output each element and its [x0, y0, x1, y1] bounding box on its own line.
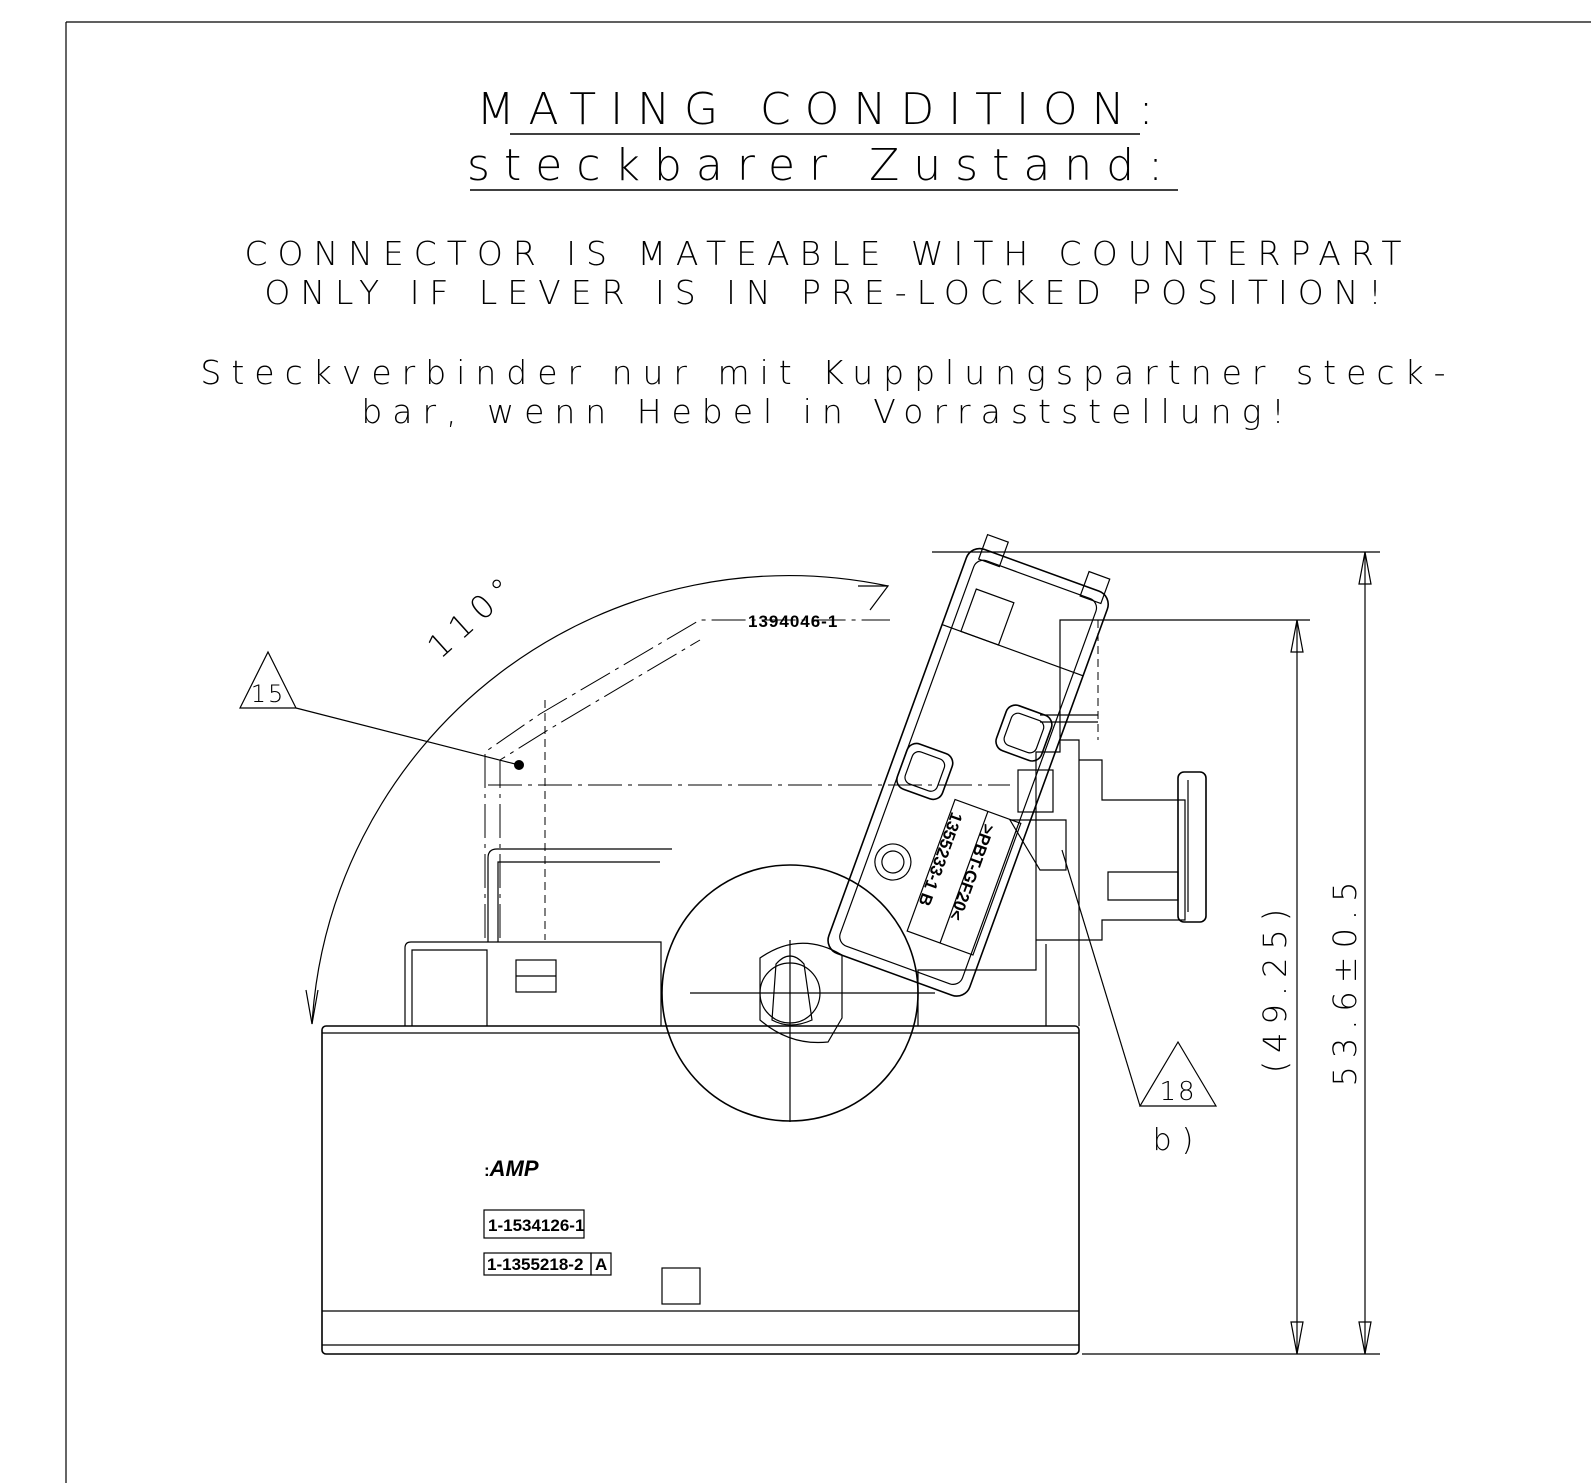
- note-german-line-1: Steckverbinder nur mit Kupplungspartner …: [200, 353, 1455, 392]
- callout-15-label: 15: [251, 680, 286, 708]
- title-german: steckbarer Zustand:: [467, 140, 1177, 191]
- angle-arrow-bottom: [305, 989, 319, 1025]
- callout-18-sub-label: b): [1153, 1123, 1204, 1158]
- note-english-line-2: ONLY IF LEVER IS IN PRE-LOCKED POSITION!: [264, 273, 1391, 312]
- angle-arc: [311, 575, 889, 1025]
- callout-18-label: 18: [1159, 1077, 1196, 1107]
- callout-15: 15: [239, 650, 520, 766]
- connector-housing: [321, 619, 1207, 1355]
- part-number-1: 1-1534126-1: [488, 1216, 584, 1235]
- angle-dimension: 110°: [420, 565, 526, 666]
- part-number-2: 1-1355218-2: [487, 1255, 583, 1274]
- title-english: MATING CONDITION:: [477, 84, 1168, 135]
- callout-18: 18 b): [1061, 849, 1218, 1158]
- amp-logo: :AMP: [484, 1156, 539, 1181]
- lever-small-text: 1394046-1: [748, 612, 838, 631]
- dimension-height-reference-value: (49.25): [1256, 901, 1294, 1074]
- marking-square: [661, 1267, 701, 1305]
- angle-arrow-top: [858, 585, 890, 611]
- dimension-height-total-value: 53.6±0.5: [1326, 874, 1364, 1087]
- note-english-line-1: CONNECTOR IS MATEABLE WITH COUNTERPART: [244, 234, 1411, 273]
- housing-markings: :AMP 1-1534126-1 1-1355218-2 A: [483, 1156, 701, 1305]
- dimension-height-reference: (49.25): [1082, 619, 1380, 1355]
- part-number-1-box: [483, 1209, 585, 1239]
- revision-letter: A: [595, 1255, 607, 1274]
- note-german-line-2: bar, wenn Hebel in Vorraststellung!: [361, 392, 1294, 431]
- revision-box: [590, 1252, 612, 1276]
- phantom-lever-outline: [484, 619, 890, 940]
- dimension-height-total: 53.6±0.5: [932, 551, 1380, 1355]
